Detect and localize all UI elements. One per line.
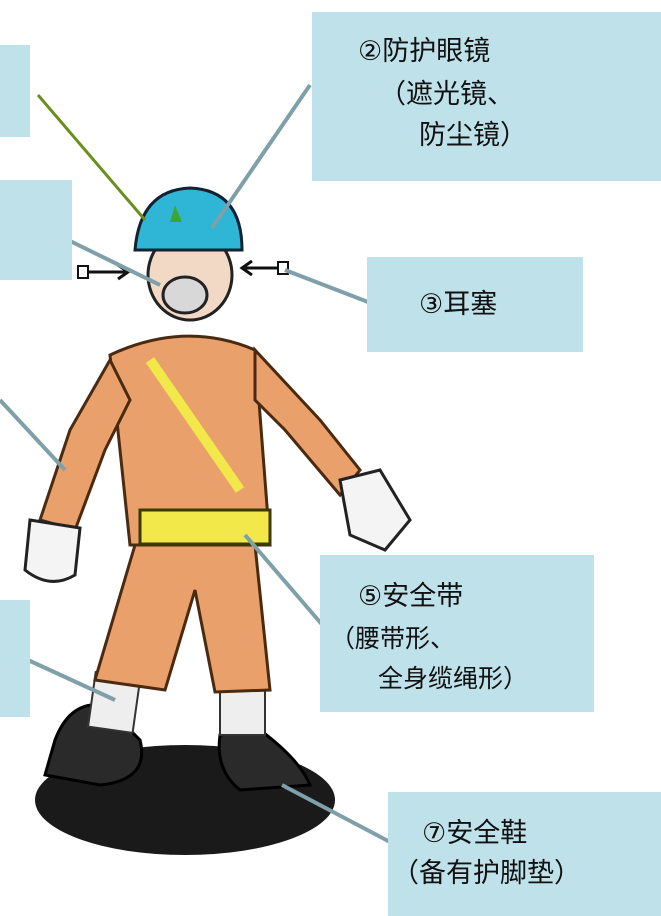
label-box-harness: ⑤安全带 （腰带形、 全身缆绳形） — [320, 555, 594, 712]
leader-clothing — [0, 398, 67, 472]
boots-title: ⑦安全鞋 — [422, 818, 528, 849]
earplug-arrow-right — [239, 259, 278, 277]
leader-gloves — [27, 658, 116, 702]
leader-boots — [281, 783, 391, 844]
helmet — [133, 186, 244, 252]
leader-helmet — [36, 94, 147, 221]
label-box-mask-cropped — [0, 180, 72, 280]
earplugs-title: ③耳塞 — [419, 289, 498, 320]
harness-subtitle-1: （腰带形、 — [330, 624, 456, 653]
label-box-gloves-cropped — [0, 600, 30, 717]
goggles-title: ②防护眼镜 — [358, 36, 491, 67]
leader-harness — [243, 533, 327, 630]
leader-earplugs — [284, 268, 369, 304]
right-boot — [217, 728, 313, 792]
goggles-subtitle-2: 防尘镜） — [419, 120, 527, 151]
left-arm — [38, 356, 132, 532]
helmet-badge — [170, 205, 182, 222]
boots-subtitle: （备有护脚垫） — [392, 858, 581, 889]
earplug-left — [77, 265, 89, 279]
leader-goggles — [210, 83, 312, 230]
label-box-earplugs: ③耳塞 — [367, 257, 583, 352]
harness-title: ⑤安全带 — [358, 581, 464, 612]
respirator — [161, 275, 209, 315]
pants — [93, 543, 272, 694]
label-box-helmet-cropped — [0, 45, 30, 137]
label-box-goggles: ②防护眼镜 （遮光镜、 防尘镜） — [312, 12, 661, 181]
goggles-subtitle-1: （遮光镜、 — [379, 79, 514, 110]
label-box-boots: ⑦安全鞋 （备有护脚垫） — [388, 792, 661, 916]
right-glove — [338, 468, 412, 552]
earplug-right — [277, 261, 289, 275]
harness-subtitle-2: 全身缆绳形） — [378, 664, 529, 693]
right-arm — [253, 346, 362, 498]
leader-mask — [67, 238, 161, 287]
harness-strap — [145, 357, 245, 493]
left-glove — [23, 518, 82, 583]
